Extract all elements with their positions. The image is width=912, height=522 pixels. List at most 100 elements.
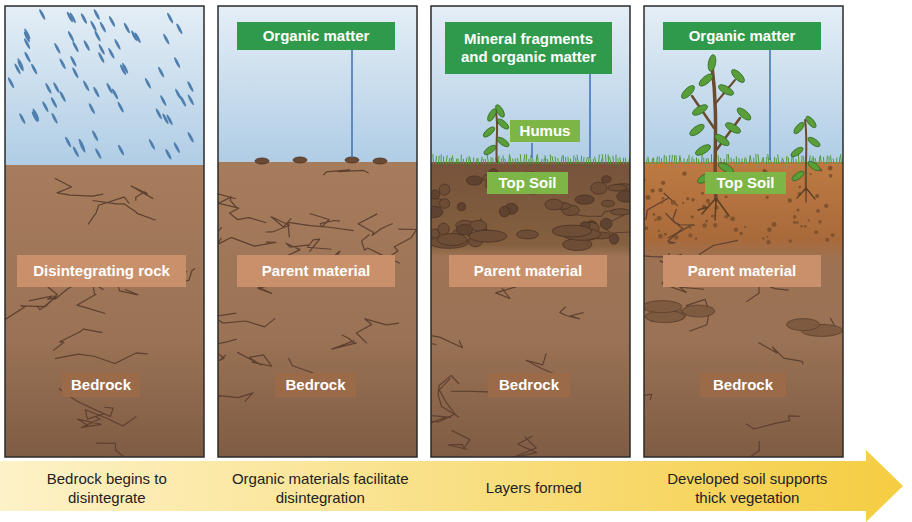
grass-blade (532, 159, 534, 164)
soil-grain (671, 200, 676, 205)
layer-label: Top Soil (705, 172, 786, 194)
pebble (440, 199, 450, 209)
grass-blade (520, 154, 522, 164)
grass-blade (526, 154, 528, 164)
soil-grain (706, 199, 710, 203)
grass-blade (610, 157, 611, 164)
leaf (730, 68, 747, 85)
soil-grain (796, 221, 799, 224)
component-label: Organic matter (237, 22, 395, 50)
soil-grain (674, 235, 679, 240)
soil-crack (53, 329, 102, 351)
caption-row: Bedrock begins to disintegrateOrganic ma… (0, 461, 854, 516)
grass-blade (481, 157, 482, 164)
soil-grain (661, 201, 664, 204)
plant-stem (805, 120, 806, 190)
rain-drop (117, 101, 125, 113)
leaf (707, 54, 717, 72)
rain-drop (82, 80, 90, 92)
rain-drop (78, 138, 86, 150)
rain-drop (23, 38, 31, 50)
label-text: Top Soil (711, 174, 780, 192)
soil-grain (799, 186, 801, 188)
soil-grain (702, 223, 707, 228)
soil-panel (431, 6, 630, 457)
rain-drop (64, 136, 72, 148)
grass-blade (701, 154, 703, 164)
plant-stem (797, 188, 815, 202)
soil-grain (686, 197, 689, 200)
grass-blade (616, 155, 617, 164)
soil-crack (307, 239, 331, 251)
grass-blade (661, 158, 662, 164)
label-text: Organic matter (669, 27, 815, 45)
grass-blade (688, 155, 689, 164)
panel-border (218, 6, 417, 457)
grass-blade (487, 154, 488, 164)
grass-blade (653, 157, 655, 164)
soil-grain (658, 230, 660, 232)
soil-crack (665, 213, 694, 238)
grass-blade (753, 158, 754, 164)
rain-drop (111, 88, 119, 100)
label-text: Disintegrating rock (23, 262, 180, 280)
soil-grain (658, 188, 662, 192)
pebble (517, 230, 539, 239)
rain-drop (69, 12, 77, 24)
soil-grain (766, 236, 768, 238)
grass-blade (581, 156, 583, 164)
grass-blade (537, 154, 538, 164)
leaf (482, 125, 497, 139)
grass-blade (675, 155, 677, 164)
grass-blade (608, 154, 609, 164)
soil-grain (804, 225, 807, 228)
rain-drop (164, 148, 172, 160)
soil-panel (218, 6, 417, 457)
pebble (591, 182, 607, 194)
rain-drop (71, 41, 79, 53)
rain-drop (92, 86, 100, 98)
grass-blade (762, 158, 763, 164)
panel-border (5, 6, 204, 457)
leaf (697, 72, 714, 88)
soil-grain (829, 174, 833, 178)
grass-blade (441, 154, 442, 164)
rain-drop (52, 82, 60, 94)
soil-grain (713, 223, 717, 227)
soil-grain (682, 202, 684, 204)
grass-blade (498, 156, 499, 164)
grass-blade (473, 157, 474, 164)
leaf (792, 121, 806, 136)
grass-blade (664, 155, 665, 164)
rain-drop (50, 112, 58, 124)
leaf (724, 121, 742, 136)
grass-blade (726, 154, 728, 164)
leaf (694, 143, 712, 158)
grass-blade (826, 156, 828, 164)
grass-blade (509, 154, 510, 164)
soil-crack (729, 441, 766, 457)
soil-grain (767, 227, 772, 232)
grass-blade (501, 158, 502, 164)
grass-blade (798, 154, 800, 164)
soil-grain (691, 215, 694, 218)
soil-crack (758, 343, 803, 365)
grass-blade (503, 155, 504, 164)
soil-grain (657, 216, 662, 221)
soil-grain (654, 219, 657, 222)
soil-grain (711, 214, 714, 217)
leaf (717, 83, 735, 98)
grass-blade (617, 159, 619, 164)
grass-blade (778, 155, 779, 164)
soil-crack (431, 415, 451, 426)
leader-line (589, 74, 591, 158)
pebble (438, 223, 449, 235)
soil-grain (682, 171, 686, 175)
grass-blade (612, 156, 614, 164)
grass-blade (788, 157, 790, 164)
soil-grain (772, 222, 777, 227)
soil-crack (218, 237, 276, 246)
soil-grain (705, 219, 708, 222)
grass-blade (659, 157, 660, 164)
soil-grain (653, 213, 656, 216)
